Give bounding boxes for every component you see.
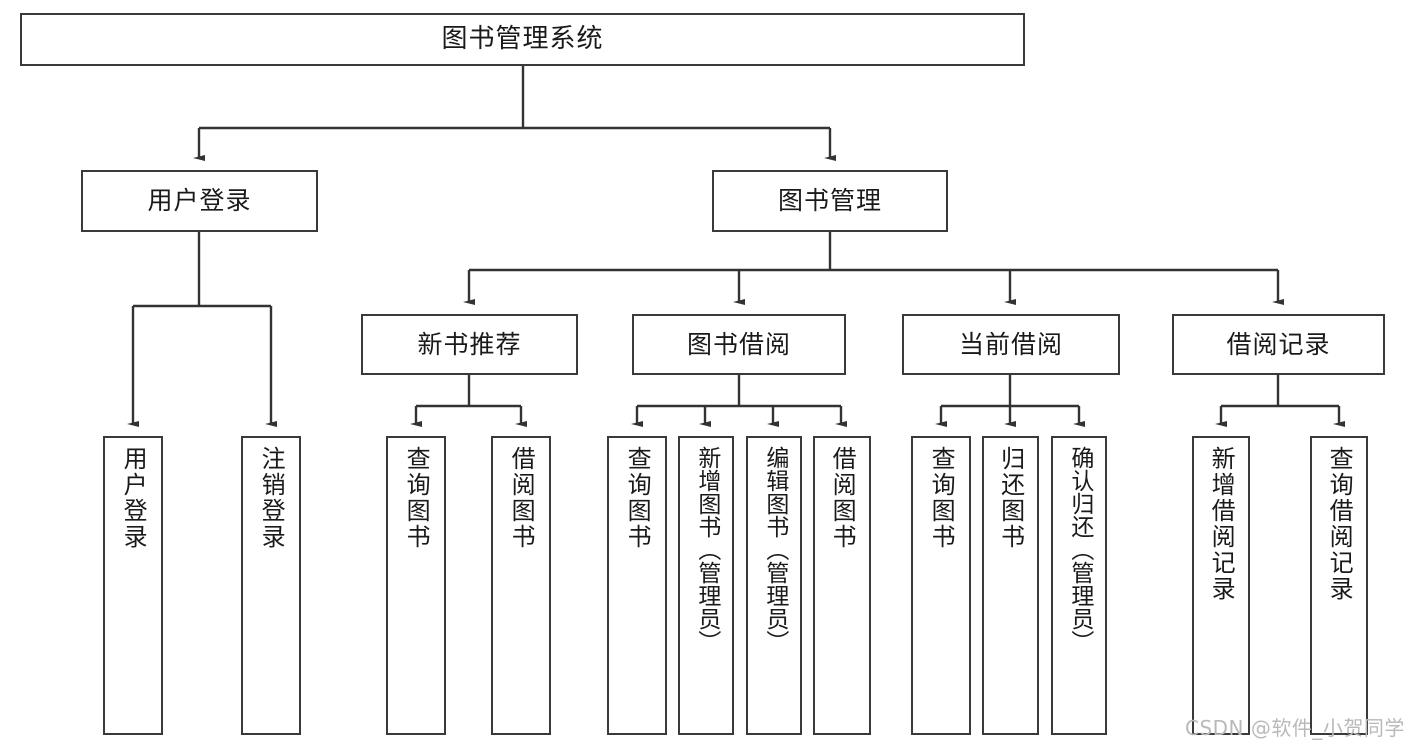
node-leaf-query-book-2[interactable]: 查询图书	[607, 436, 667, 735]
node-leaf-user-login[interactable]: 用户登录	[103, 436, 163, 735]
node-book-management[interactable]: 图书管理	[712, 170, 948, 232]
node-leaf-query-record[interactable]: 查询借阅记录	[1310, 436, 1368, 735]
node-label: 借阅图书	[828, 446, 857, 550]
node-label: 编辑图书（管理员）	[761, 446, 788, 653]
node-label: 用户登录	[147, 186, 252, 215]
node-label: 确认归还（管理员）	[1066, 446, 1093, 653]
node-leaf-query-book-1[interactable]: 查询图书	[386, 436, 446, 735]
node-label: 查询图书	[927, 446, 956, 550]
node-leaf-return-book[interactable]: 归还图书	[982, 436, 1039, 735]
node-label: 新增图书（管理员）	[693, 446, 720, 653]
watermark-text: CSDN @软件_小贺同学	[1185, 716, 1405, 740]
node-leaf-borrow-book-1[interactable]: 借阅图书	[491, 436, 551, 735]
node-label: 注销登录	[257, 446, 286, 550]
node-new-book-recommend[interactable]: 新书推荐	[361, 314, 578, 375]
node-leaf-confirm-return[interactable]: 确认归还（管理员）	[1051, 436, 1107, 735]
node-label: 查询借阅记录	[1325, 446, 1354, 602]
node-label: 图书管理	[777, 186, 882, 215]
node-label: 归还图书	[996, 446, 1025, 550]
node-current-borrow[interactable]: 当前借阅	[902, 314, 1120, 375]
node-label: 新增借阅记录	[1207, 446, 1236, 602]
node-leaf-edit-book[interactable]: 编辑图书（管理员）	[746, 436, 802, 735]
node-label: 图书管理系统	[441, 23, 604, 54]
node-label: 借阅图书	[507, 446, 536, 550]
node-leaf-borrow-book-2[interactable]: 借阅图书	[813, 436, 871, 735]
node-label: 查询图书	[623, 446, 652, 550]
node-leaf-add-book[interactable]: 新增图书（管理员）	[678, 436, 734, 735]
node-leaf-query-book-3[interactable]: 查询图书	[911, 436, 971, 735]
node-label: 当前借阅	[958, 329, 1063, 359]
node-root-system[interactable]: 图书管理系统	[20, 13, 1025, 66]
node-book-borrow[interactable]: 图书借阅	[632, 314, 846, 375]
node-borrow-record[interactable]: 借阅记录	[1172, 314, 1385, 375]
node-leaf-logout-login[interactable]: 注销登录	[241, 436, 301, 735]
node-label: 新书推荐	[417, 329, 522, 359]
node-leaf-add-record[interactable]: 新增借阅记录	[1192, 436, 1250, 735]
node-user-login[interactable]: 用户登录	[81, 170, 318, 232]
node-label: 查询图书	[402, 446, 431, 550]
node-label: 用户登录	[119, 446, 148, 550]
node-label: 图书借阅	[686, 329, 791, 359]
node-label: 借阅记录	[1226, 329, 1331, 359]
